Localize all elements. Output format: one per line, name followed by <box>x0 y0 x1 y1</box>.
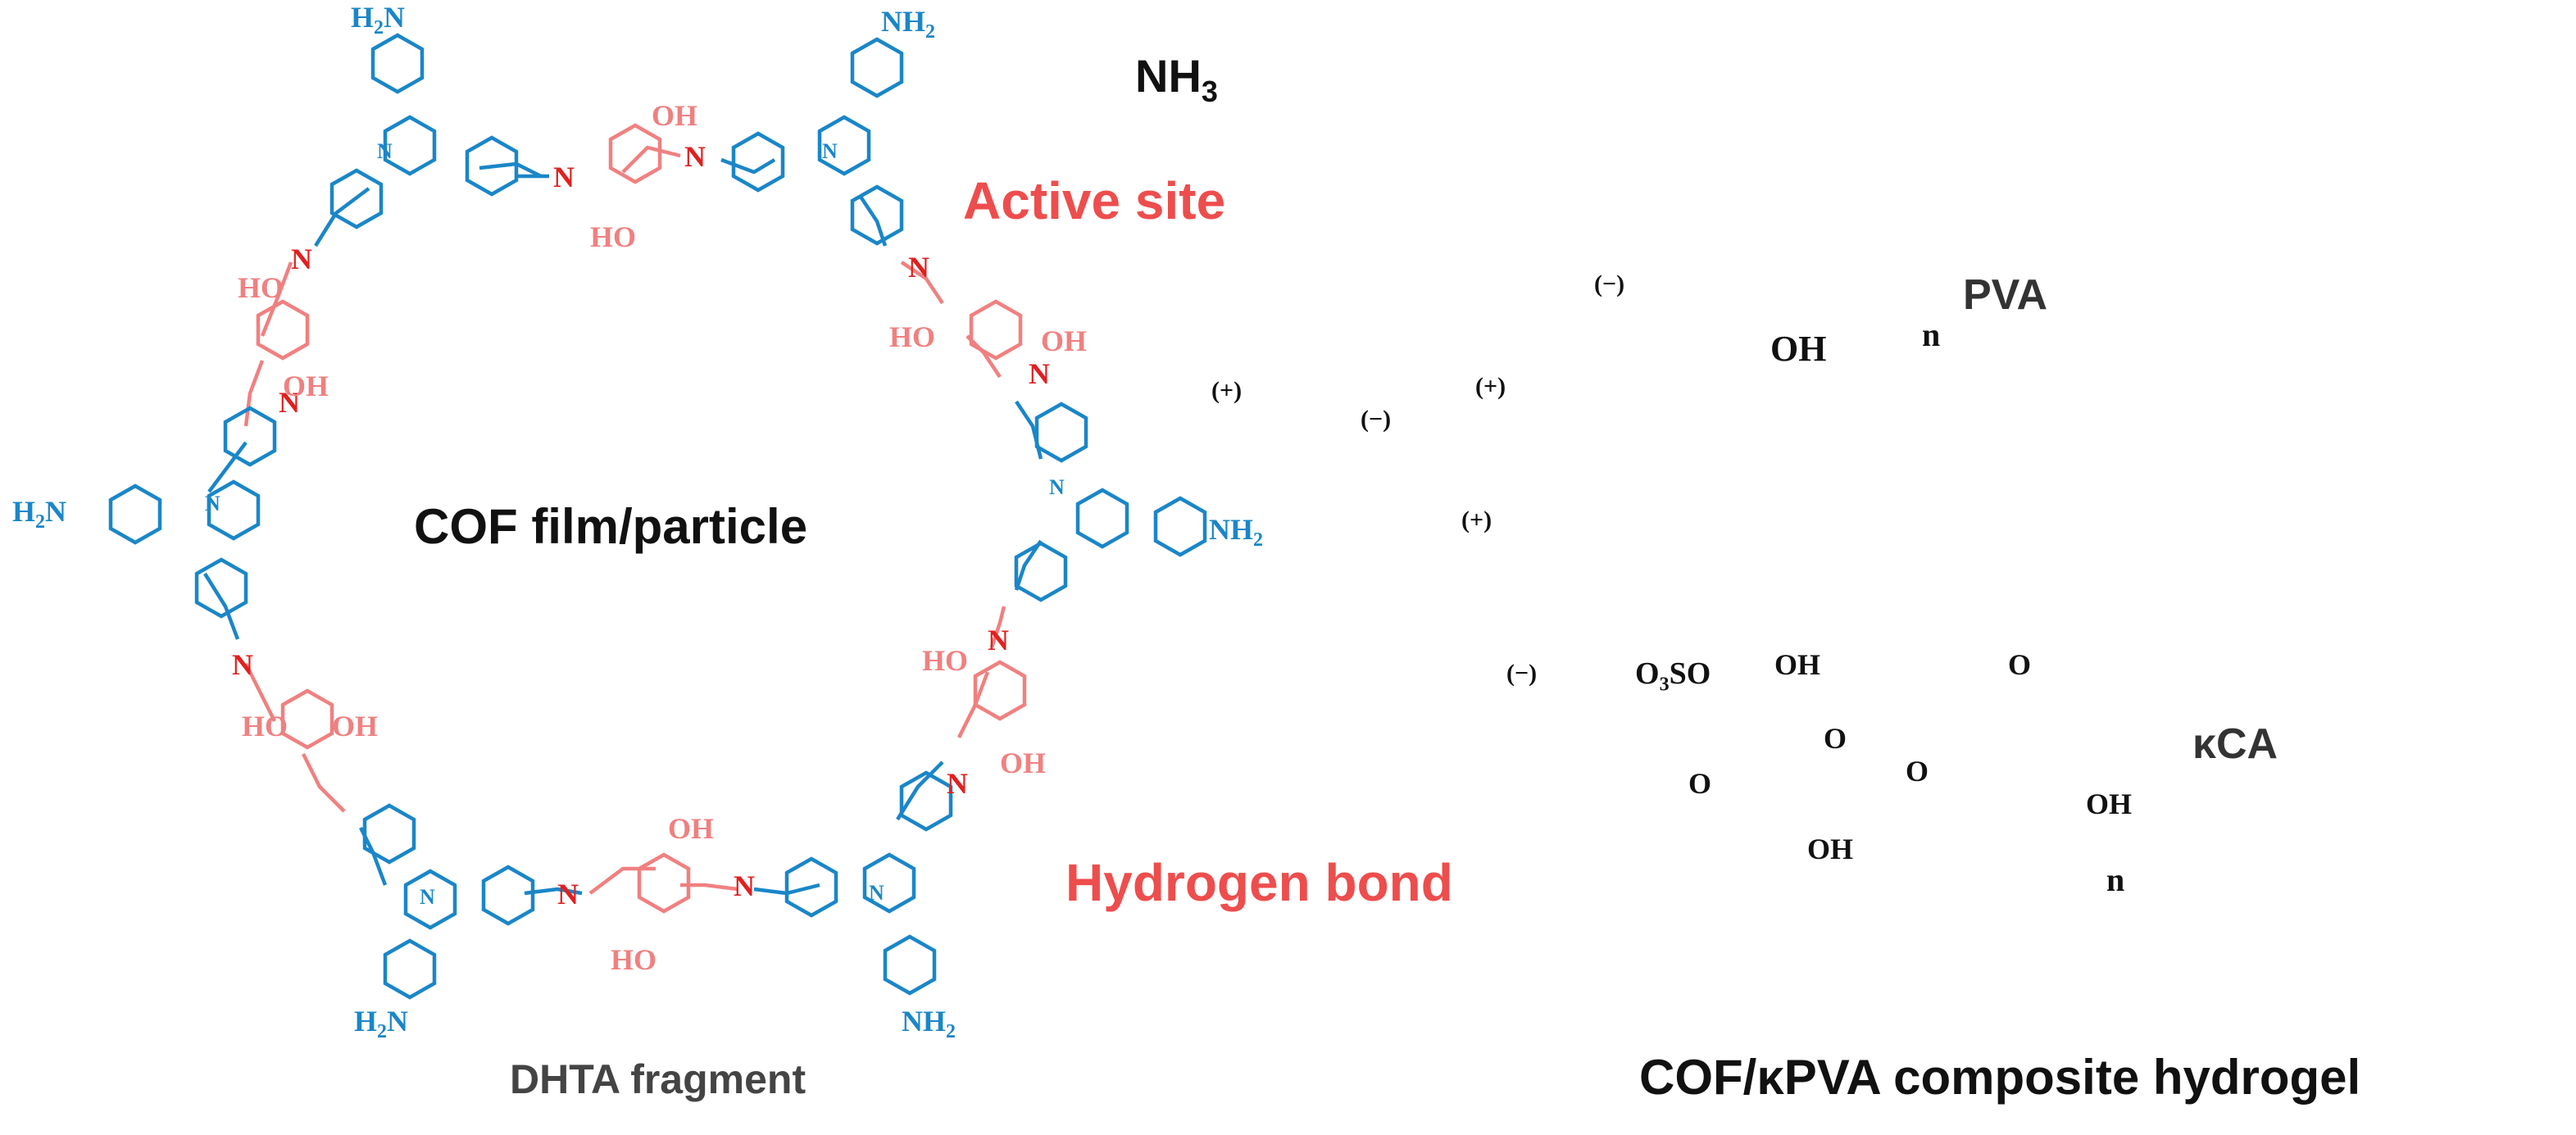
hydrogen-bond-label: Hydrogen bond <box>1065 853 1453 912</box>
amine-sub: 2 <box>374 17 384 39</box>
imine-n-5: N <box>947 767 968 800</box>
composite-hydrogel-label: COF/κPVA composite hydrogel <box>1639 1050 2361 1105</box>
imine-n-7: N <box>557 878 579 910</box>
amine-sub: 2 <box>925 21 935 43</box>
amine-h: H <box>12 495 36 528</box>
amine-n: N <box>384 1 406 34</box>
amine-bottom-left: H2N <box>354 1004 408 1043</box>
oh-lower-left: OH <box>332 710 379 742</box>
pva-oh: OH <box>1770 329 1827 369</box>
nh3-label: NH3 <box>1135 49 1218 109</box>
triazine-n-br: N <box>869 881 884 905</box>
dhta-fragment-label: DHTA fragment <box>510 1056 806 1102</box>
cof-framework <box>108 33 1207 1000</box>
amine-n: N <box>387 1005 409 1037</box>
charge-plus-left: (+) <box>1211 377 1243 404</box>
triazine-n-l: N <box>205 492 220 515</box>
oh-upper-right: OH <box>1041 325 1088 357</box>
imine-n-6: N <box>734 869 755 902</box>
kca-oh-right: OH <box>2086 788 2133 820</box>
charge-minus-bottom: (−) <box>1506 660 1538 687</box>
amine-nh: NH <box>902 1005 946 1037</box>
pva-n-index: n <box>1922 316 1941 353</box>
ho-upper-left: HO <box>238 271 284 304</box>
charge-plus-bottom: (+) <box>1461 506 1492 533</box>
oh-bottom: OH <box>668 812 715 845</box>
charge-minus: − <box>1369 406 1383 433</box>
nh3-text: NH <box>1135 50 1202 102</box>
kca-o-ring: O <box>1824 722 1847 755</box>
amine-sub: 2 <box>1253 529 1263 552</box>
imine-n-9: N <box>279 386 300 419</box>
amine-nh: NH <box>1209 513 1253 546</box>
kca-sulfate: O3SO <box>1635 656 1711 697</box>
oh-top: OH <box>652 99 698 132</box>
amine-h: H <box>354 1005 378 1037</box>
kca-oh-top: OH <box>1774 648 1821 681</box>
pva-label: PVA <box>1963 271 2048 319</box>
ho-lower-left: HO <box>242 710 288 742</box>
amine-h: H <box>351 1 375 34</box>
charge-minus: − <box>1602 270 1617 297</box>
charge-minus: − <box>1515 660 1529 687</box>
charge-plus-top: (+) <box>1475 373 1506 400</box>
kca-o-top: O <box>2008 648 2032 681</box>
charge-minus-top: (−) <box>1594 270 1625 297</box>
sulfate-sub: 3 <box>1659 674 1670 696</box>
ho-bottom: HO <box>611 943 657 976</box>
imine-n-4: N <box>988 624 1009 656</box>
amine-bottom-right: NH2 <box>902 1004 956 1043</box>
ho-lower-right: HO <box>922 644 969 677</box>
amine-sub: 2 <box>946 1021 956 1043</box>
imine-n-1: N <box>553 161 575 193</box>
sulfate-so: SO <box>1669 656 1711 691</box>
active-site-label: Active site <box>963 171 1226 230</box>
amine-nh: NH <box>881 5 925 38</box>
imine-n-8: N <box>232 648 253 681</box>
amine-top-right: NH2 <box>881 4 935 43</box>
cof-title-label: COF film/particle <box>414 499 808 554</box>
kca-o-left: O <box>1688 767 1712 800</box>
oh-lower-right: OH <box>1000 747 1047 779</box>
amine-top-left: H2N <box>351 0 405 39</box>
imine-n-2: N <box>684 140 706 173</box>
ho-top: HO <box>590 220 637 253</box>
amine-sub: 2 <box>377 1021 388 1043</box>
kca-oh-bottom: OH <box>1807 833 1854 865</box>
charge-plus: + <box>1483 373 1498 400</box>
sulfate-o: O <box>1635 656 1660 691</box>
kca-label: κCA <box>2192 720 2278 768</box>
water-o-label: O <box>1410 438 1429 465</box>
triazine-n-bl: N <box>420 885 435 909</box>
amine-right: NH2 <box>1209 512 1263 552</box>
charge-plus: + <box>1220 377 1234 404</box>
kca-o-bridge: O <box>1906 755 1929 788</box>
charge-minus-center: (−) <box>1361 406 1392 433</box>
triazine-n-tr: N <box>822 139 838 163</box>
triazine-n-tl: N <box>377 139 393 163</box>
imine-n-3: N <box>1029 357 1050 390</box>
imine-n-10: N <box>291 243 312 275</box>
charge-plus: + <box>1470 506 1484 533</box>
ho-upper-right: HO <box>889 320 936 353</box>
imine-n-active: N <box>908 251 929 284</box>
oh-upper-left: OH <box>283 370 329 402</box>
amine-n: N <box>45 495 67 528</box>
nh3-subscript: 3 <box>1201 75 1218 109</box>
aromatic-rings <box>108 33 1207 1000</box>
kca-n-index: n <box>2106 861 2125 898</box>
amine-sub: 2 <box>35 511 46 533</box>
amine-left: H2N <box>12 494 66 533</box>
triazine-n-r: N <box>1049 475 1065 499</box>
